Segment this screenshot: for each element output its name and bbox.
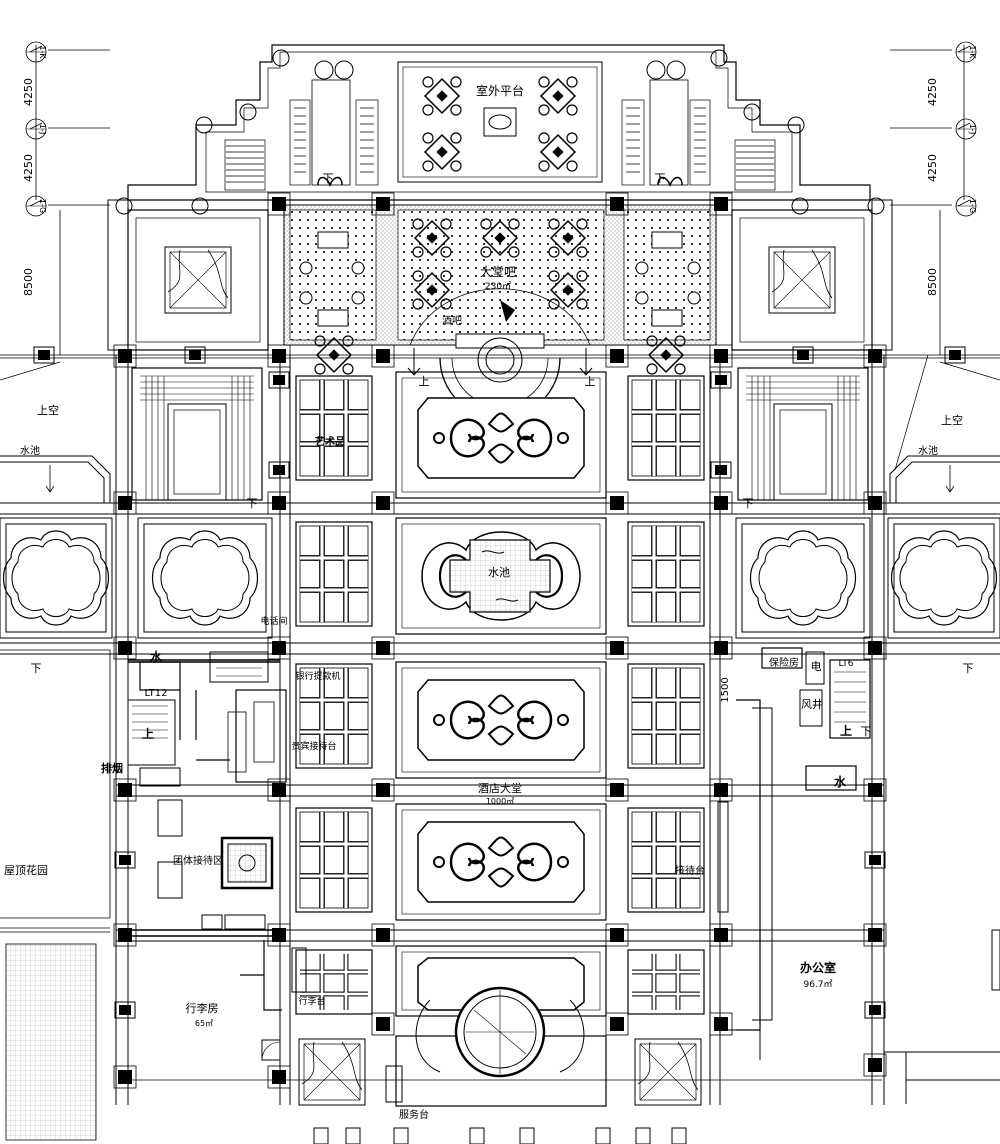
label-water-right: 水 <box>834 774 847 789</box>
outdoor-terrace-area <box>115 44 885 215</box>
label-void-left: 上空 <box>37 403 59 417</box>
label-office-area: 96.7㎡ <box>803 979 832 990</box>
label-luggage-desk: 行李台 <box>298 995 325 1007</box>
label-down-g: 下 <box>861 725 872 738</box>
lobby-bar-area <box>283 204 717 419</box>
side-pools <box>0 354 1000 503</box>
label-up-left: 上 <box>142 726 154 741</box>
label-reception-desk: 接待台 <box>675 864 705 877</box>
dim-mid: 1500 <box>720 677 731 702</box>
lobby-floor-pattern <box>296 371 704 1107</box>
axis-right-2: 1-J <box>968 124 977 135</box>
axis-left-1: 1-K <box>38 45 47 59</box>
dim-right-3: 8500 <box>926 268 939 296</box>
axis-left <box>25 41 110 217</box>
dim-left-3: 8500 <box>22 268 35 296</box>
label-lobby-bar-area: 230㎡ <box>485 281 511 292</box>
label-group-reception: 团体接待区 <box>173 854 223 867</box>
label-lt12: LT12 <box>144 688 167 699</box>
label-hotel-lobby-area: 1000㎡ <box>486 797 514 806</box>
axis-left-3: 1-G <box>38 199 47 213</box>
label-down-e: 下 <box>31 662 42 675</box>
dim-left-1: 4250 <box>22 78 35 106</box>
dim-left-2: 4250 <box>22 154 35 182</box>
label-hotel-lobby: 酒店大堂 <box>478 781 522 795</box>
label-outdoor-terrace: 室外平台 <box>476 83 524 98</box>
label-lt6: LT6 <box>839 659 854 669</box>
label-vip-desk: 贵宾接待台 <box>291 740 336 752</box>
label-luggage-room: 行李房 <box>186 1001 219 1015</box>
structural-grid <box>0 354 1000 1105</box>
axis-left-2: 1-J <box>38 124 47 135</box>
label-up-right: 上 <box>840 723 852 738</box>
label-air-shaft: 风井 <box>801 697 823 711</box>
label-down-d: 下 <box>743 497 754 510</box>
label-lobby-bar: 大堂吧 <box>480 265 516 279</box>
label-bar: 酒吧 <box>442 315 462 327</box>
label-elec: 电 <box>811 660 822 673</box>
label-office: 办公室 <box>800 960 836 975</box>
label-down-b: 下 <box>655 172 666 185</box>
dim-right-2: 4250 <box>926 154 939 182</box>
label-luggage-room-area: 65㎡ <box>195 1019 213 1028</box>
label-atm: 银行提款机 <box>295 670 340 682</box>
label-pool-right: 水池 <box>918 444 938 457</box>
label-down-f: 下 <box>963 662 974 675</box>
left-service-rooms <box>128 651 307 1061</box>
label-smoke-exhaust: 排烟 <box>101 761 123 775</box>
axis-right <box>890 41 977 355</box>
side-quatrefoils <box>0 517 1000 639</box>
stair-blocks <box>131 367 869 501</box>
axis-right-3: 1-G <box>968 199 977 213</box>
label-roof-garden: 屋顶花园 <box>4 864 48 877</box>
dim-right-1: 4250 <box>926 78 939 106</box>
label-safe-room: 保险房 <box>769 656 799 669</box>
label-void-right: 上空 <box>941 413 963 427</box>
label-phone-room: 电话间 <box>260 615 287 627</box>
right-service-rooms <box>717 647 1000 1104</box>
label-pool-center: 水池 <box>488 566 510 579</box>
label-artwork: 艺术品 <box>315 435 345 448</box>
label-up-b: 上 <box>585 375 596 388</box>
label-service-desk: 服务台 <box>399 1108 429 1121</box>
label-pool-left: 水池 <box>20 444 40 457</box>
roof-garden-area <box>0 649 111 1141</box>
axis-right-1: 1-K <box>968 45 977 59</box>
label-down-a: 下 <box>323 172 334 185</box>
label-up-a: 上 <box>419 375 430 388</box>
label-down-c: 下 <box>247 497 258 510</box>
label-water-left: 水 <box>150 649 163 664</box>
